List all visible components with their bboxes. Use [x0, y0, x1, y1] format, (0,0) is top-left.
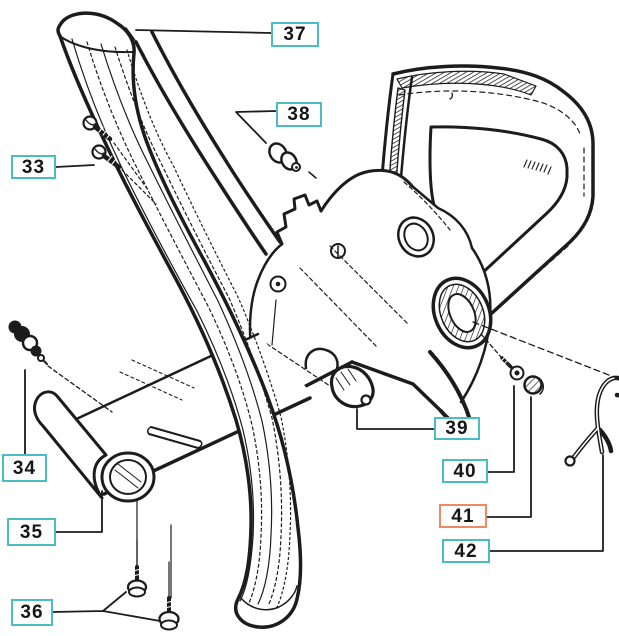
fuel-tank-body [248, 168, 493, 432]
front-handle-rear-leg [134, 30, 282, 256]
cone-39 [329, 364, 375, 409]
callout-39[interactable]: 39 [434, 417, 480, 440]
callout-36[interactable]: 36 [11, 599, 53, 626]
nut-38 [268, 142, 317, 179]
hose-42 [564, 375, 619, 467]
callout-37[interactable]: 37 [271, 22, 319, 47]
callout-34[interactable]: 34 [2, 454, 47, 482]
callout-42[interactable]: 42 [442, 539, 490, 563]
callout-35[interactable]: 35 [7, 518, 56, 546]
callout-33[interactable]: 33 [11, 155, 56, 179]
nut-41 [523, 375, 544, 395]
callout-38[interactable]: 38 [276, 102, 322, 127]
mount-34 [8, 320, 113, 413]
screws-36 [126, 539, 180, 631]
screw-40 [500, 355, 525, 381]
callout-40[interactable]: 40 [442, 459, 488, 483]
screws-33 [82, 115, 157, 205]
callout-41[interactable]: 41 [439, 504, 487, 528]
assembly-guide-lines [472, 321, 615, 378]
leader-lines [24, 29, 604, 622]
